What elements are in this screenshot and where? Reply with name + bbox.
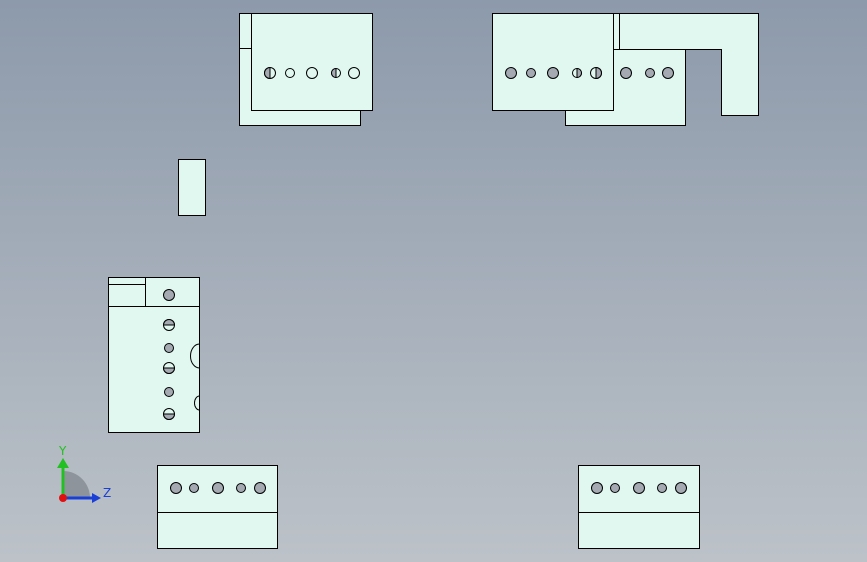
orientation-triad[interactable]: Y Z xyxy=(57,444,111,503)
z-axis-label: Z xyxy=(103,486,111,500)
top-right-part[interactable] xyxy=(492,13,759,126)
hole-row xyxy=(505,66,674,80)
hole-row xyxy=(591,482,687,494)
small-block-part[interactable] xyxy=(178,159,206,216)
top-left-part[interactable] xyxy=(239,13,373,126)
y-axis-label: Y xyxy=(58,444,67,458)
hole-column xyxy=(162,289,176,420)
front-plate xyxy=(492,13,614,111)
bottom-right-part[interactable] xyxy=(578,465,700,549)
hole-row xyxy=(170,482,266,494)
bottom-body xyxy=(157,465,278,549)
left-side-part[interactable] xyxy=(108,277,200,433)
part-front-face xyxy=(251,13,373,111)
hole-row xyxy=(264,66,360,80)
bottom-left-part[interactable] xyxy=(157,465,278,549)
side-tab xyxy=(108,277,146,307)
bottom-body xyxy=(578,465,700,549)
triad-plane-icon xyxy=(63,471,90,498)
x-axis-icon xyxy=(59,494,67,502)
